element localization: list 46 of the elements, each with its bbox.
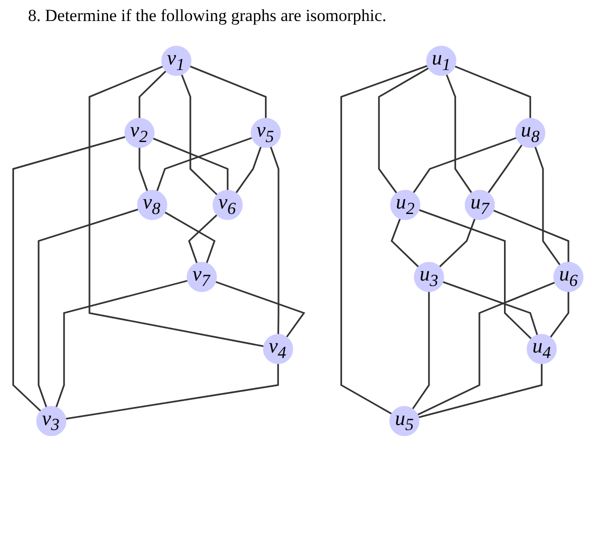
connector bbox=[138, 147, 148, 192]
connector bbox=[235, 146, 262, 194]
connector bbox=[215, 281, 306, 338]
node-circle: u$_{2}$ bbox=[390, 190, 420, 220]
node-circle: v$_{3}$ bbox=[36, 406, 66, 436]
node-circle: v$_{5}$ bbox=[250, 118, 281, 148]
connector bbox=[55, 280, 188, 408]
connector bbox=[487, 144, 523, 194]
connector bbox=[534, 146, 561, 266]
connector bbox=[65, 363, 279, 420]
connector bbox=[454, 65, 532, 118]
connector bbox=[270, 146, 280, 335]
connector bbox=[417, 282, 556, 416]
connector bbox=[180, 74, 218, 196]
connector bbox=[340, 64, 428, 415]
connector bbox=[442, 281, 538, 336]
connector bbox=[88, 66, 264, 348]
connector bbox=[152, 138, 228, 190]
node-circle: u$_{8}$ bbox=[515, 118, 546, 148]
node-circle: u$_{3}$ bbox=[414, 262, 444, 292]
connector bbox=[492, 210, 570, 263]
node-circle: u$_{6}$ bbox=[553, 262, 584, 292]
connector bbox=[164, 211, 216, 264]
connector bbox=[189, 65, 267, 118]
node-circle: v$_{4}$ bbox=[263, 334, 294, 364]
connector bbox=[156, 136, 252, 192]
node-circle: v$_{7}$ bbox=[186, 262, 217, 292]
connector bbox=[446, 74, 472, 194]
connector bbox=[412, 136, 517, 194]
node-circle: v$_{6}$ bbox=[212, 190, 243, 220]
node-circle: v$_{1}$ bbox=[161, 46, 192, 76]
node-circle: u$_{5}$ bbox=[389, 406, 420, 436]
connector bbox=[418, 363, 543, 418]
connector bbox=[412, 291, 430, 410]
node-circle: u$_{1}$ bbox=[426, 46, 456, 76]
connector bbox=[438, 218, 476, 268]
node-circle: v$_{2}$ bbox=[124, 118, 155, 148]
node-circle: u$_{4}$ bbox=[526, 334, 557, 364]
connector bbox=[378, 67, 430, 194]
connector bbox=[12, 136, 126, 412]
connector bbox=[138, 70, 167, 118]
connector bbox=[418, 209, 532, 340]
title: 8. Determine if the following graphs are isomorphic. bbox=[28, 6, 386, 26]
connector bbox=[550, 291, 570, 338]
connector bbox=[38, 208, 139, 408]
node-circle: v$_{8}$ bbox=[137, 190, 168, 220]
